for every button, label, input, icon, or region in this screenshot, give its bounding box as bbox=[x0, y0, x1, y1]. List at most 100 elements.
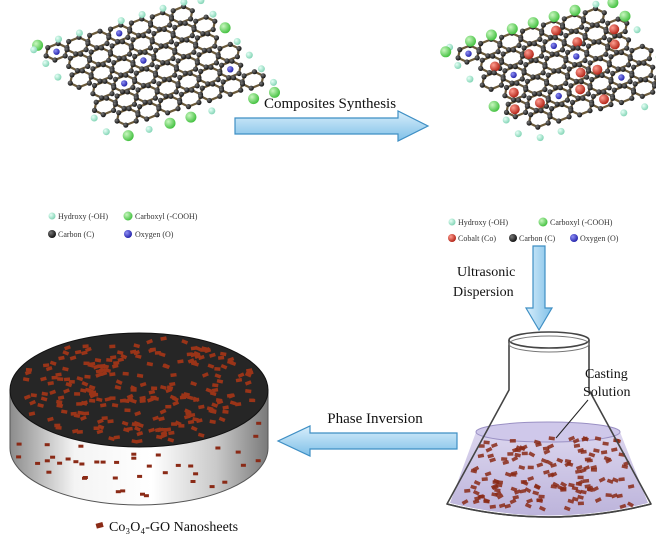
carbon-atom bbox=[551, 68, 557, 74]
co3o4-go-sheet bbox=[440, 0, 656, 142]
carboxyl-swatch bbox=[123, 211, 133, 221]
carbon-atom bbox=[556, 68, 562, 74]
carbon-atom bbox=[490, 53, 496, 59]
carbon-atom bbox=[189, 87, 195, 93]
carbon-atom bbox=[165, 60, 171, 66]
carbon-atom bbox=[212, 43, 218, 49]
carbon-atom bbox=[173, 41, 180, 47]
carbon-atom bbox=[130, 37, 136, 43]
carbon-atom bbox=[499, 34, 505, 40]
carbon-atom bbox=[544, 80, 550, 86]
carbon-atom bbox=[549, 106, 555, 112]
carbon-atom bbox=[594, 22, 600, 28]
carbon-atom bbox=[153, 72, 159, 78]
carbon-atom bbox=[524, 103, 531, 109]
nanosheet-particle bbox=[111, 403, 119, 408]
carbon-atom bbox=[582, 57, 588, 64]
nanosheet-particle bbox=[151, 386, 158, 391]
nanosheet-particle bbox=[139, 395, 146, 401]
carbon-atom bbox=[88, 49, 94, 55]
carbon-atom bbox=[102, 78, 108, 84]
carbon-atom bbox=[206, 97, 212, 104]
carbon-atom bbox=[99, 95, 105, 101]
carbon-atom bbox=[182, 70, 188, 76]
nanosheet-particle bbox=[49, 389, 57, 396]
carbon-atom bbox=[191, 49, 197, 55]
carbon-atom bbox=[132, 78, 138, 84]
nanosheet-particle bbox=[483, 440, 490, 445]
carbon-atom bbox=[203, 64, 209, 70]
carbon-atom bbox=[561, 41, 567, 47]
nanosheet-particle bbox=[538, 494, 545, 499]
nanosheet-particle bbox=[519, 488, 527, 494]
carbon-atom bbox=[158, 43, 164, 49]
carbon-atom bbox=[107, 26, 114, 32]
nanosheet-particle bbox=[158, 416, 165, 422]
nanosheet-particle bbox=[494, 488, 501, 493]
carbon-atom bbox=[170, 8, 176, 14]
carbon-atom bbox=[185, 54, 192, 60]
nanosheet-particle bbox=[29, 399, 37, 406]
carbon-atom bbox=[521, 93, 527, 99]
carbon-atom bbox=[519, 53, 526, 59]
nanosheet-particle bbox=[586, 485, 594, 492]
nanosheet-particle bbox=[219, 351, 227, 357]
carbon-atom bbox=[248, 85, 254, 91]
nanosheet-particle bbox=[491, 492, 498, 497]
carbon-atom bbox=[180, 53, 187, 60]
nanosheet-particle bbox=[194, 345, 202, 352]
nanosheet-particle bbox=[464, 488, 471, 493]
nanosheet-particle bbox=[42, 363, 50, 368]
carbon-atom bbox=[596, 89, 602, 95]
carbon-atom bbox=[147, 99, 153, 106]
carbon-atom bbox=[518, 36, 524, 43]
carbon-atom bbox=[173, 66, 180, 72]
carbon-atom bbox=[639, 43, 645, 50]
carbon-atom bbox=[479, 82, 485, 88]
carbon-atom bbox=[524, 78, 531, 84]
nanosheet-particle bbox=[44, 459, 50, 463]
carbon-atom bbox=[67, 55, 73, 61]
carbon-atom bbox=[149, 14, 155, 20]
nanosheet-particle bbox=[472, 465, 480, 472]
nanosheet-particle bbox=[582, 478, 590, 483]
nanosheet-particle bbox=[209, 352, 216, 358]
nanosheet-particle bbox=[216, 379, 224, 384]
legend-oxygen: Oxygen (O) bbox=[580, 234, 619, 243]
nanosheet-particle bbox=[502, 459, 510, 465]
carbon-atom bbox=[561, 64, 567, 70]
nanosheet-particle bbox=[178, 424, 185, 428]
nanosheet-particle bbox=[73, 460, 79, 464]
carbon-atom bbox=[74, 68, 80, 74]
nanosheet-particle bbox=[137, 422, 144, 428]
carbon-atom bbox=[554, 51, 560, 57]
carbon-atom bbox=[579, 24, 585, 30]
carbon-atom bbox=[631, 64, 637, 70]
carboxyl-group bbox=[122, 130, 134, 142]
nanosheet-particle bbox=[143, 494, 149, 498]
carbon-atom bbox=[610, 95, 616, 101]
carbon-atom bbox=[613, 49, 620, 55]
carbon-atom bbox=[622, 83, 628, 89]
nanosheet-particle bbox=[514, 489, 521, 495]
carbon-atom bbox=[500, 76, 506, 82]
nanosheet-particle bbox=[487, 453, 495, 459]
nanosheet-particle bbox=[201, 372, 209, 378]
carbon-atom bbox=[563, 80, 569, 86]
carbon-atom bbox=[179, 37, 185, 43]
nanosheet-particle bbox=[81, 350, 88, 356]
carbon-atom bbox=[231, 75, 237, 81]
carbon-atom bbox=[585, 43, 592, 49]
nanosheet-particle bbox=[40, 396, 48, 402]
nanosheet-particle bbox=[82, 344, 89, 349]
carbon-atom bbox=[217, 70, 223, 77]
nanosheet-particle bbox=[172, 400, 180, 407]
nanosheet-particle bbox=[577, 479, 584, 486]
nanosheet-particle bbox=[598, 476, 606, 483]
nanosheet-particle bbox=[119, 398, 127, 403]
carbon-atom bbox=[127, 51, 133, 57]
carbon-atom bbox=[573, 78, 579, 84]
nanosheet-particle bbox=[214, 373, 222, 379]
carbon-atom bbox=[131, 101, 138, 107]
carbon-atom bbox=[560, 24, 566, 30]
